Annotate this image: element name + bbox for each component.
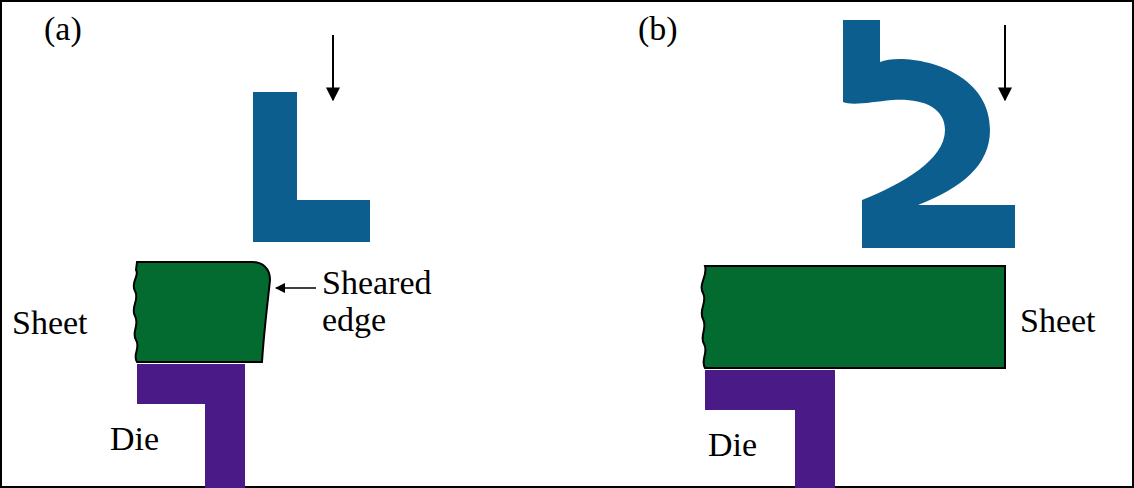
motion-arrow bbox=[1004, 25, 1006, 100]
motion-arrow bbox=[332, 35, 334, 100]
part-label: Sheet bbox=[1020, 302, 1096, 339]
punch bbox=[253, 92, 370, 242]
panel-label: (a) bbox=[44, 10, 82, 47]
sheet bbox=[134, 262, 270, 362]
sheet bbox=[702, 266, 1005, 368]
punch bbox=[843, 20, 1015, 248]
part-label: Die bbox=[708, 426, 757, 463]
part-label: Die bbox=[110, 420, 159, 457]
panel-label: (b) bbox=[638, 10, 678, 47]
leader-line bbox=[276, 287, 316, 289]
part-label: Sheet bbox=[12, 304, 88, 341]
die bbox=[705, 370, 835, 488]
part-label: Sheared edge bbox=[322, 264, 482, 339]
